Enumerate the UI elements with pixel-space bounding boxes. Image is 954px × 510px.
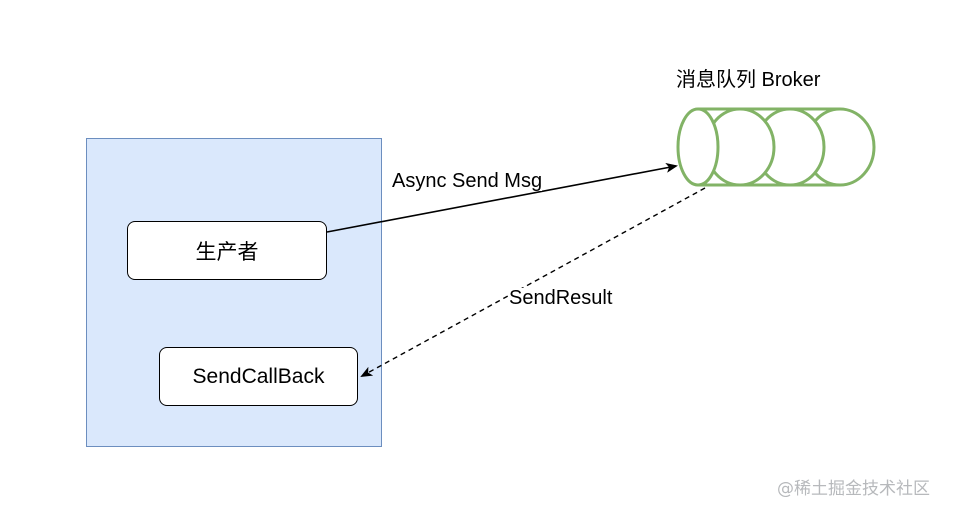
message-queue-icon [676, 107, 876, 187]
async-send-arrow [326, 162, 678, 233]
queue-segment-1 [676, 107, 720, 187]
watermark: @稀土掘金技术社区 [777, 479, 930, 499]
send-callback-node: SendCallBack [159, 347, 358, 406]
producer-node: 生产者 [127, 221, 327, 280]
broker-title: 消息队列 Broker [676, 69, 821, 91]
async-send-label: Async Send Msg [392, 170, 543, 192]
send-result-arrow [360, 187, 706, 377]
send-result-label: SendResult [509, 287, 613, 309]
queue-body [698, 107, 840, 187]
